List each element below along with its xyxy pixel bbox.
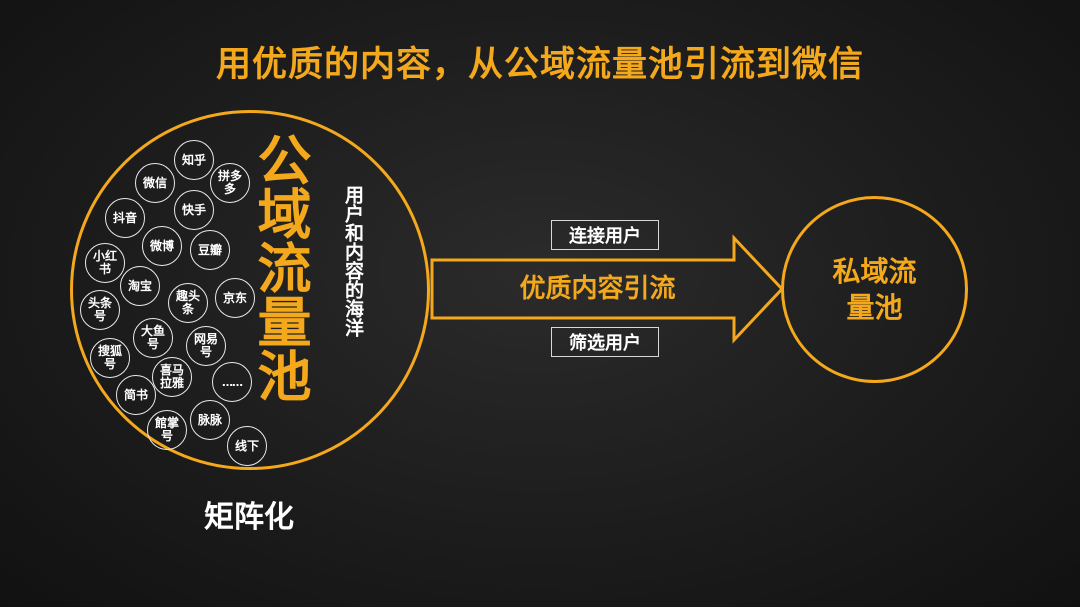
platform-bubble-toutiao: 头条 号	[80, 290, 120, 330]
platform-bubble-weixin: 微信	[135, 163, 175, 203]
platform-bubble-xiaohongshu: 小红 书	[85, 243, 125, 283]
platform-bubble-weibo: 微博	[142, 226, 182, 266]
platform-bubble-qutoutiao: 趣头 条	[168, 283, 208, 323]
platform-bubble-kuaishou: 快手	[174, 190, 214, 230]
platform-bubble-douyin: 抖音	[105, 198, 145, 238]
platform-bubble-jingdong: 京东	[215, 278, 255, 318]
public-pool-circle	[70, 110, 430, 470]
connect-users-tag: 连接用户	[551, 220, 659, 250]
platform-bubble-ellipsis: ……	[212, 362, 252, 402]
platform-bubble-maimai: 脉脉	[190, 400, 230, 440]
filter-users-tag: 筛选用户	[551, 327, 659, 357]
platform-bubble-douban: 豆瓣	[190, 230, 230, 270]
page-title: 用优质的内容，从公域流量池引流到微信	[215, 45, 864, 85]
platform-bubble-dayu: 大鱼 号	[133, 318, 173, 358]
flow-label: 优质内容引流	[519, 274, 676, 304]
platform-bubble-ximalaya: 喜马 拉雅	[152, 357, 192, 397]
platform-bubble-souhu: 搜狐 号	[90, 338, 130, 378]
platform-bubble-zhihu: 知乎	[174, 140, 214, 180]
flow-arrow-shape	[430, 234, 785, 344]
public-pool-label: 公域流量池	[248, 132, 311, 402]
platform-bubble-jianshu: 简书	[116, 375, 156, 415]
private-pool-circle: 私域流量池	[781, 196, 968, 383]
matrix-label: 矩阵化	[204, 500, 294, 535]
platform-bubble-pinduoduo: 拼多 多	[210, 163, 250, 203]
platform-bubble-zhangzhang: 館掌 号	[147, 410, 187, 450]
platform-bubble-wangyi: 网易 号	[186, 326, 226, 366]
public-pool-description: 用户和内容的海洋	[342, 185, 364, 337]
platform-bubble-xianxia: 线下	[227, 426, 267, 466]
platform-bubble-taobao: 淘宝	[120, 266, 160, 306]
private-pool-label: 私域流量池	[832, 254, 917, 324]
